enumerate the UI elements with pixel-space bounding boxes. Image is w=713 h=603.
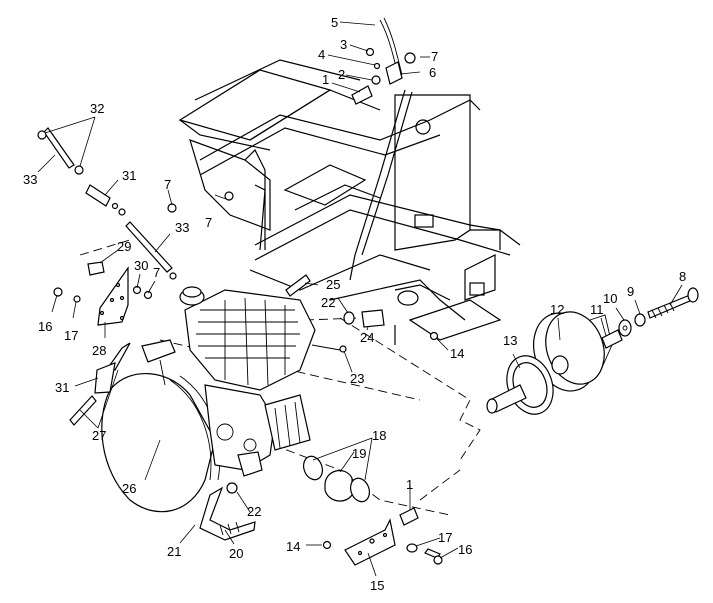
callout-6: 6 (429, 65, 436, 80)
callout-22: 22 (321, 295, 335, 310)
engine-assembly (101, 286, 316, 513)
callout-33: 33 (175, 220, 189, 235)
callout-7: 7 (153, 265, 160, 280)
callout-16: 16 (38, 319, 52, 334)
callout-16: 16 (458, 542, 472, 557)
callout-29: 29 (117, 239, 131, 254)
callout-7: 7 (164, 177, 171, 192)
callout-2: 2 (338, 67, 345, 82)
callout-22: 22 (247, 504, 261, 519)
callout-17: 17 (64, 328, 78, 343)
callout-13: 13 (503, 333, 517, 348)
callout-9: 9 (627, 284, 634, 299)
callout-8: 8 (679, 269, 686, 284)
callout-32: 32 (90, 101, 104, 116)
callout-25: 25 (326, 277, 340, 292)
callout-31: 31 (55, 380, 69, 395)
callout-20: 20 (229, 546, 243, 561)
vehicle-frame (178, 59, 521, 345)
callout-17: 17 (438, 530, 452, 545)
callout-23: 23 (350, 371, 364, 386)
callout-30: 30 (134, 258, 148, 273)
callout-1: 1 (406, 477, 413, 492)
callout-18: 18 (372, 428, 386, 443)
callout-10: 10 (603, 291, 617, 306)
callout-19: 19 (352, 446, 366, 461)
callout-28: 28 (92, 343, 106, 358)
callout-4: 4 (318, 47, 325, 62)
small-parts (37, 17, 443, 566)
callout-12: 12 (550, 302, 564, 317)
callout-7: 7 (205, 215, 212, 230)
callout-15: 15 (370, 578, 384, 593)
callout-5: 5 (331, 15, 338, 30)
callout-31: 31 (122, 168, 136, 183)
callout-26: 26 (122, 481, 136, 496)
callout-24: 24 (360, 330, 374, 345)
clutch-assembly (486, 287, 699, 415)
callout-14: 14 (450, 346, 464, 361)
callout-33: 33 (23, 172, 37, 187)
callout-7: 7 (431, 49, 438, 64)
leader-lines (37, 21, 683, 577)
callout-1: 1 (322, 72, 329, 87)
callout-labels: 5 3 7 4 2 6 1 32 33 31 7 7 33 29 30 7 16… (23, 15, 686, 593)
callout-21: 21 (167, 544, 181, 559)
callout-27: 27 (92, 428, 106, 443)
callout-14: 14 (286, 539, 300, 554)
callout-11: 11 (590, 302, 604, 317)
callout-3: 3 (340, 37, 347, 52)
